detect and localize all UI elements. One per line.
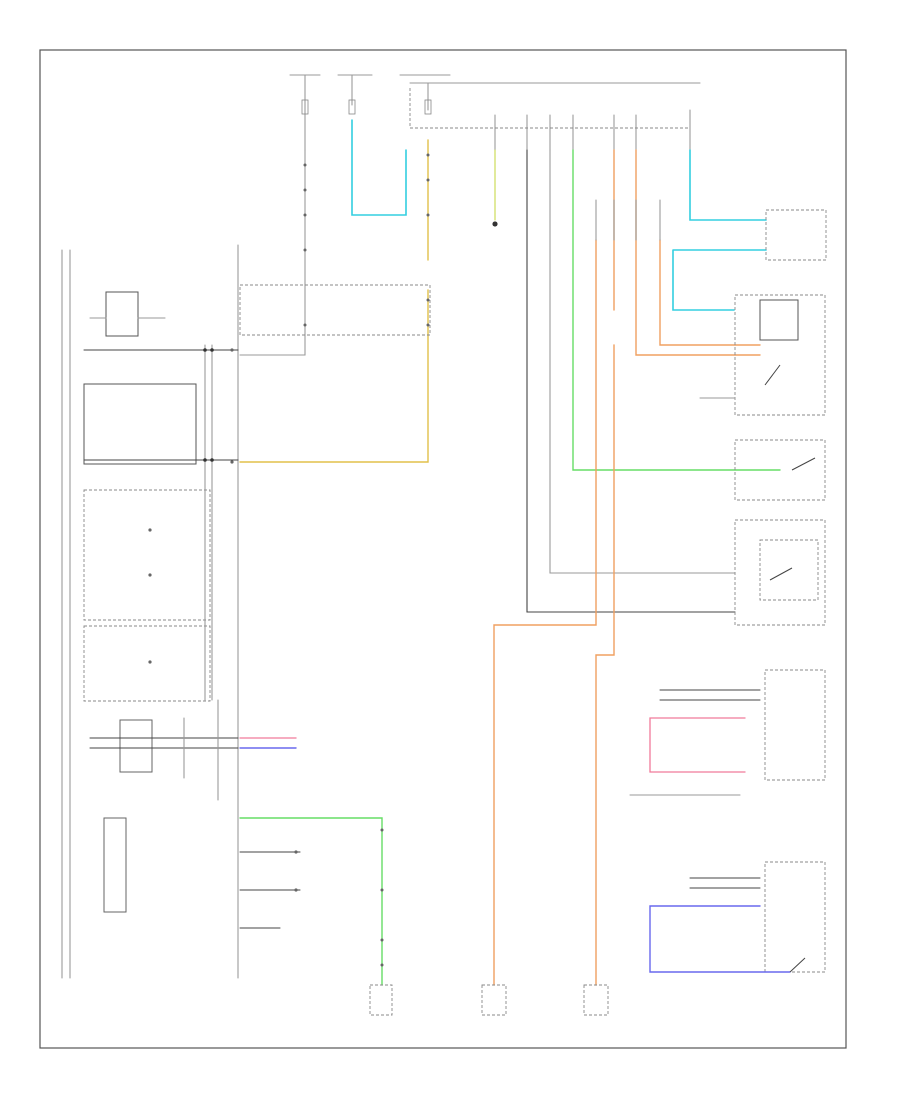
ground-icon <box>492 221 498 227</box>
unit-box-4 <box>83 625 211 702</box>
green-wire <box>572 149 781 471</box>
switch-icon <box>764 364 781 386</box>
black-wire <box>526 149 736 613</box>
relay-box <box>239 284 431 336</box>
orange-wire <box>635 149 761 356</box>
switch-icon <box>789 957 806 973</box>
component-box-f <box>759 539 819 601</box>
sensor-box <box>583 984 609 1016</box>
cyan-wire <box>689 149 767 221</box>
switch-icon <box>769 567 793 581</box>
fuse-area <box>289 74 701 151</box>
component-box-d <box>734 439 826 501</box>
fuse-icon <box>348 99 356 115</box>
gray-wire <box>549 149 736 574</box>
cyan-wire <box>672 249 767 311</box>
connector-icon <box>103 817 127 913</box>
orange-wire <box>595 149 615 986</box>
fuse-icon <box>424 99 432 115</box>
component-box-g <box>764 669 826 781</box>
sensor-box <box>369 984 393 1016</box>
orange-wire <box>659 239 761 346</box>
black-wire <box>239 149 306 356</box>
fuse-icon <box>301 99 309 115</box>
pink-wire <box>649 717 746 773</box>
orange-wire <box>493 239 597 986</box>
green-wire <box>239 817 383 986</box>
component-box-a <box>765 209 827 261</box>
connector-icon <box>119 719 153 773</box>
blue-wire <box>649 905 791 973</box>
switch-icon <box>791 457 816 471</box>
sensor-box <box>481 984 507 1016</box>
component-box-c <box>759 299 799 341</box>
unit-box-2 <box>83 383 197 465</box>
unit-box-3 <box>83 489 211 621</box>
diagram-frame <box>39 49 847 1049</box>
component-box-h <box>764 861 826 973</box>
component-box-b <box>734 294 826 416</box>
yellow-wire <box>239 139 429 463</box>
component-box-e <box>734 519 826 626</box>
cyan-wire <box>351 119 407 216</box>
unit-box-1 <box>105 291 139 337</box>
